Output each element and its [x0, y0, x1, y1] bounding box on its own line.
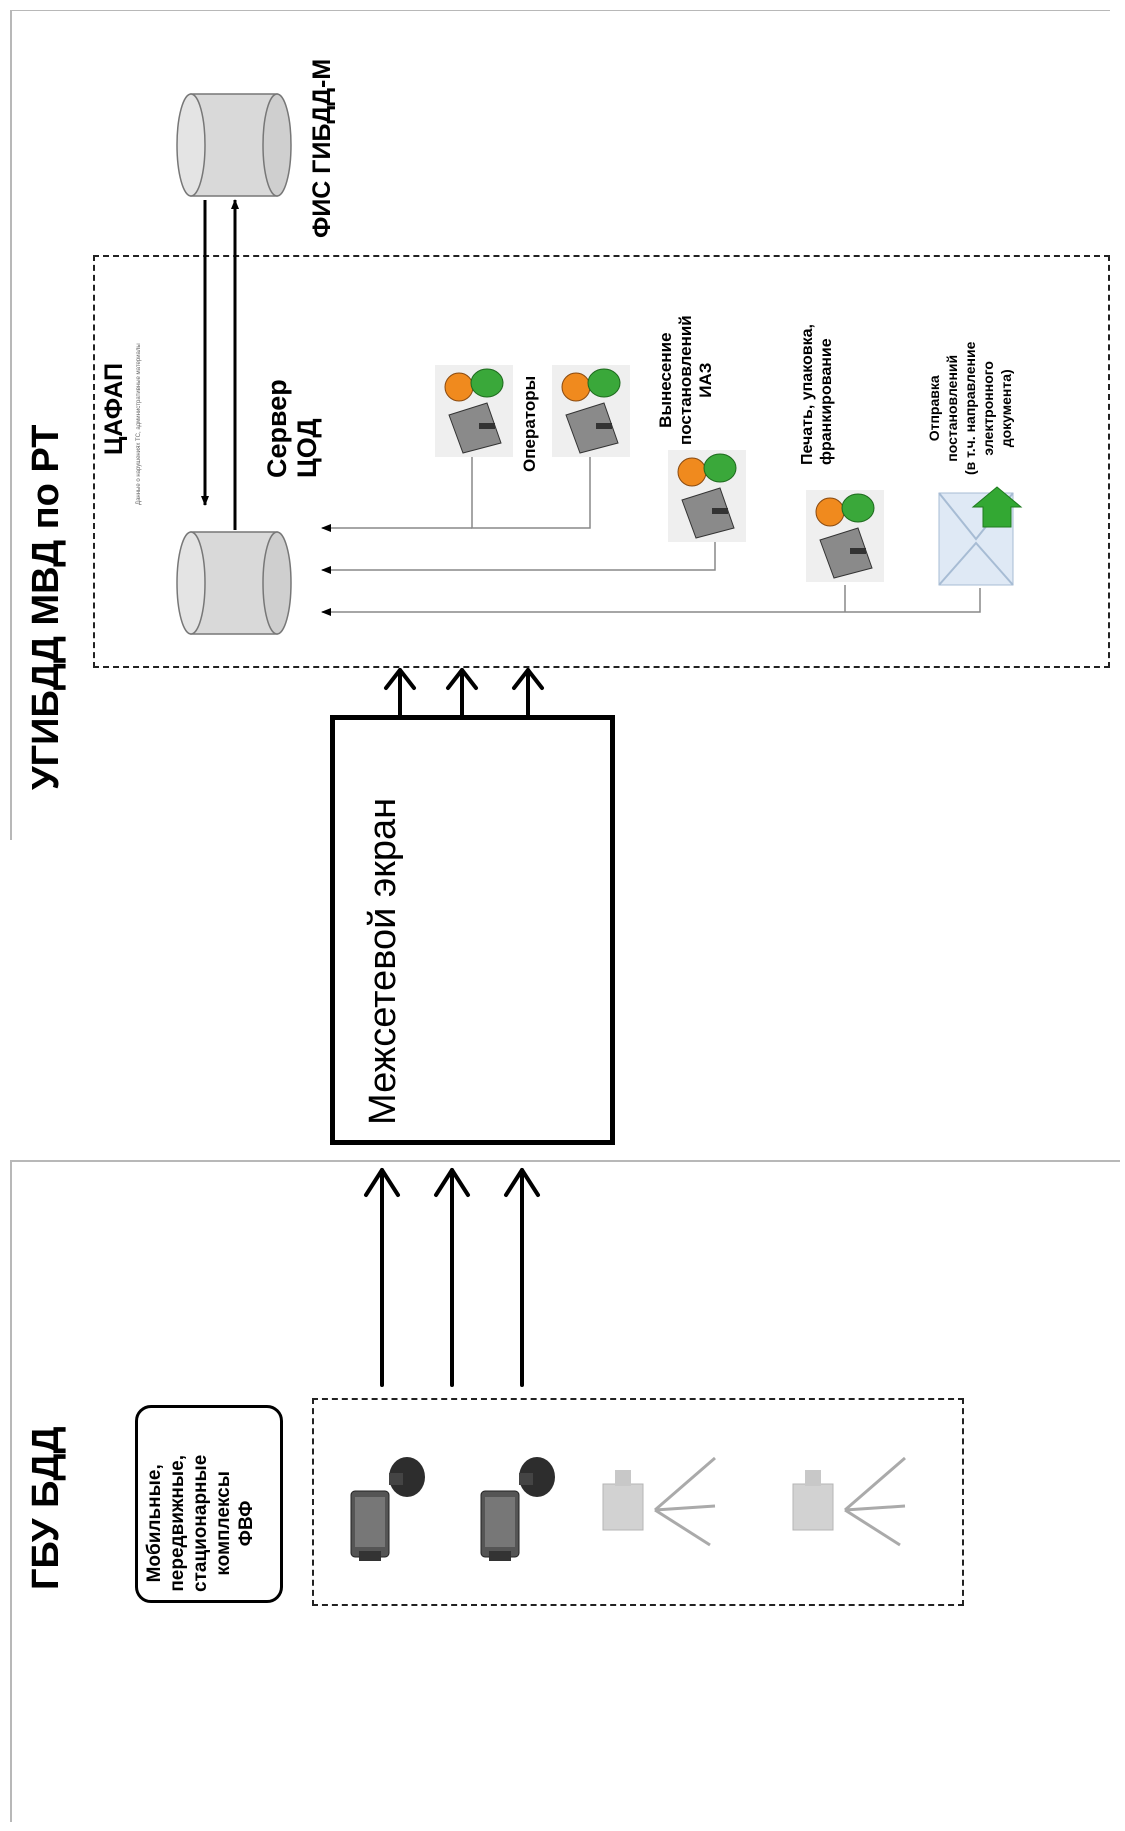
- iaz-label-line: Вынесение: [656, 332, 675, 428]
- devices-label-box: [135, 1405, 283, 1603]
- server-label: Сервер ЦОД: [262, 379, 322, 478]
- fis-label: ФИС ГИБДД-М: [308, 58, 336, 238]
- database-icon: [176, 93, 292, 197]
- send-label-line: (в т.ч. направление: [962, 341, 978, 475]
- devices-label: Мобильные, передвижные, стационарные ком…: [143, 1455, 258, 1592]
- envelope-upload-icon: [938, 486, 1023, 586]
- devices-label-line: Мобильные,: [144, 1464, 165, 1583]
- iaz-label-line: ИАЗ: [696, 362, 715, 398]
- print-label-line: Печать, упаковка,: [799, 324, 816, 465]
- devices-label-line: передвижные,: [167, 1455, 188, 1592]
- devices-boundary: [312, 1398, 964, 1606]
- firewall-box: [330, 715, 615, 1145]
- operator-workstation-icon: [668, 450, 746, 542]
- print-label: Печать, упаковка, франкирование: [798, 324, 836, 465]
- server-label-line: ЦОД: [292, 418, 322, 478]
- speed-camera-icon: [480, 1457, 555, 1561]
- send-label-line: Отправка: [926, 375, 942, 442]
- devices-to-firewall-arrows: [364, 1168, 540, 1387]
- devices-label-line: ФВФ: [236, 1500, 257, 1547]
- operator-workstation-icon: [552, 365, 630, 457]
- operators-label: Операторы: [520, 375, 539, 472]
- tripod-camera-icon: [792, 1456, 906, 1547]
- speed-camera-icon: [350, 1457, 425, 1561]
- operator-workstation-icon: [806, 490, 884, 582]
- operators-connector: [321, 455, 591, 532]
- devices-label-line: комплексы: [213, 1471, 234, 1576]
- divider-horizontal: [10, 1160, 1120, 1162]
- devices-label-line: стационарные: [190, 1454, 211, 1592]
- iaz-label: Вынесение постановлений ИАЗ: [656, 315, 716, 445]
- divider-top: [10, 10, 12, 840]
- firewall-to-cafap-arrows: [384, 668, 544, 717]
- server-label-line: Сервер: [262, 379, 292, 478]
- ugibdd-region-title: УГИБДД МВД по РТ: [25, 424, 67, 790]
- firewall-label: Межсетевой экран: [362, 797, 404, 1125]
- print-label-line: франкирование: [818, 338, 835, 465]
- send-label-line: документа): [998, 369, 1014, 448]
- print-send-connector: [321, 585, 981, 616]
- divider-top-edge: [10, 10, 1110, 11]
- send-label-line: электронного: [980, 361, 996, 456]
- cafap-boundary: [93, 255, 1110, 668]
- send-label-line: постановлений: [944, 354, 960, 462]
- tripod-camera-icon: [602, 1456, 716, 1547]
- divider-bottom: [10, 1162, 12, 1822]
- send-label: Отправка постановлений (в т.ч. направлен…: [925, 342, 1015, 475]
- operator-workstation-icon: [435, 365, 513, 457]
- cafap-label: ЦАФАП: [100, 362, 128, 455]
- iaz-connector: [321, 540, 716, 574]
- database-icon: [176, 531, 292, 635]
- cafap-note: Данные о нарушениях ТС, административные…: [136, 343, 142, 505]
- gbu-region-title: ГБУ БДД: [25, 1426, 67, 1590]
- iaz-label-line: постановлений: [676, 315, 695, 445]
